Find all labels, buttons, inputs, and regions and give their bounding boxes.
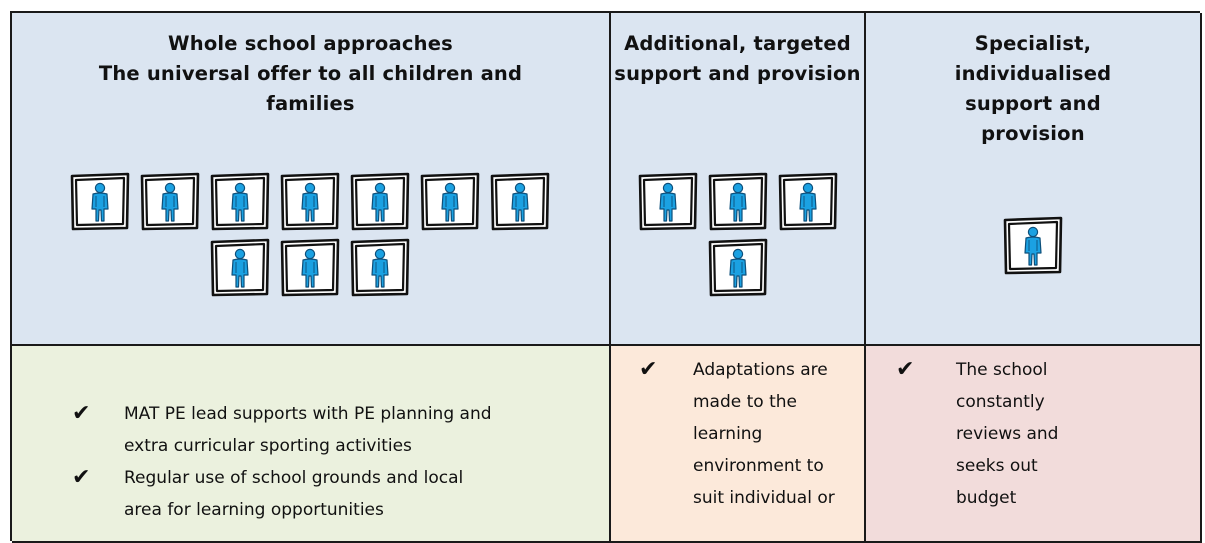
list-item-line: constantly <box>956 392 1045 412</box>
heading-line: provision <box>981 122 1085 145</box>
body-cell-specialist: ✔ The school constantly reviews and seek… <box>866 346 1202 543</box>
person-figure-icon <box>138 171 202 231</box>
provision-list-whole-school: ✔ MAT PE lead supports with PE planning … <box>72 398 492 526</box>
provision-list-specialist: ✔ The school constantly reviews and seek… <box>896 354 1058 514</box>
list-item-line: Regular use of school grounds and local <box>124 468 464 488</box>
list-item-line: MAT PE lead supports with PE planning an… <box>124 404 492 424</box>
person-figure-icon <box>706 237 770 297</box>
header-cell-specialist: Specialist, individualised support and p… <box>866 13 1202 346</box>
person-figure-icon <box>68 171 132 231</box>
body-cell-targeted: ✔ Adaptations are made to the learning e… <box>611 346 866 543</box>
person-figure-icon <box>348 171 412 231</box>
person-figure-icon <box>348 237 412 297</box>
heading-line: Whole school approaches <box>168 32 453 55</box>
provision-list-targeted: ✔ Adaptations are made to the learning e… <box>639 354 835 514</box>
list-item-line: extra curricular sporting activities <box>124 436 412 456</box>
check-icon: ✔ <box>639 357 658 382</box>
list-item-line: suit individual or <box>693 488 835 508</box>
check-icon: ✔ <box>896 357 915 382</box>
person-figure-icon <box>278 171 342 231</box>
person-figure-icon <box>1001 215 1065 275</box>
header-cell-whole-school: Whole school approaches The universal of… <box>12 13 611 346</box>
heading-line: Specialist, <box>974 32 1092 55</box>
header-cell-targeted: Additional, targeted support and provisi… <box>611 13 866 346</box>
list-item-line: Adaptations are <box>693 360 828 380</box>
list-item-line: seeks out <box>956 456 1038 476</box>
heading-line: The universal offer to all children and <box>98 62 523 85</box>
person-figure-icon <box>278 237 342 297</box>
header-specialist: Specialist, individualised support and p… <box>866 13 1200 149</box>
list-item-line: made to the <box>693 392 798 412</box>
list-item-line: The school <box>956 360 1048 380</box>
person-figure-icon <box>208 237 272 297</box>
list-item-line: area for learning opportunities <box>124 500 384 520</box>
person-figure-icon <box>706 171 770 231</box>
list-item: ✔ The school constantly reviews and seek… <box>896 354 1058 514</box>
heading-line: families <box>266 92 355 115</box>
list-item-line: budget <box>956 488 1017 508</box>
list-item: ✔ Regular use of school grounds and loca… <box>72 462 492 526</box>
person-figure-icon <box>776 171 840 231</box>
heading-line: Additional, targeted <box>624 32 851 55</box>
list-item-line: learning <box>693 424 763 444</box>
header-targeted: Additional, targeted support and provisi… <box>611 13 864 89</box>
list-item-line: reviews and <box>956 424 1059 444</box>
figure-group-specialist <box>866 215 1200 275</box>
header-whole-school: Whole school approaches The universal of… <box>12 13 609 119</box>
figure-group-whole-school <box>50 171 570 297</box>
heading-line: individualised <box>954 62 1112 85</box>
figure-group-targeted <box>611 171 864 297</box>
list-item-line: environment to <box>693 456 824 476</box>
person-figure-icon <box>208 171 272 231</box>
person-figure-icon <box>418 171 482 231</box>
list-item: ✔ Adaptations are made to the learning e… <box>639 354 835 514</box>
check-icon: ✔ <box>72 401 91 426</box>
heading-line: support and <box>965 92 1101 115</box>
body-cell-whole-school: ✔ MAT PE lead supports with PE planning … <box>12 346 611 543</box>
person-figure-icon <box>636 171 700 231</box>
check-icon: ✔ <box>72 465 91 490</box>
heading-line: support and provision <box>614 62 861 85</box>
person-figure-icon <box>488 171 552 231</box>
provision-table: Whole school approaches The universal of… <box>10 11 1202 543</box>
list-item: ✔ MAT PE lead supports with PE planning … <box>72 398 492 462</box>
